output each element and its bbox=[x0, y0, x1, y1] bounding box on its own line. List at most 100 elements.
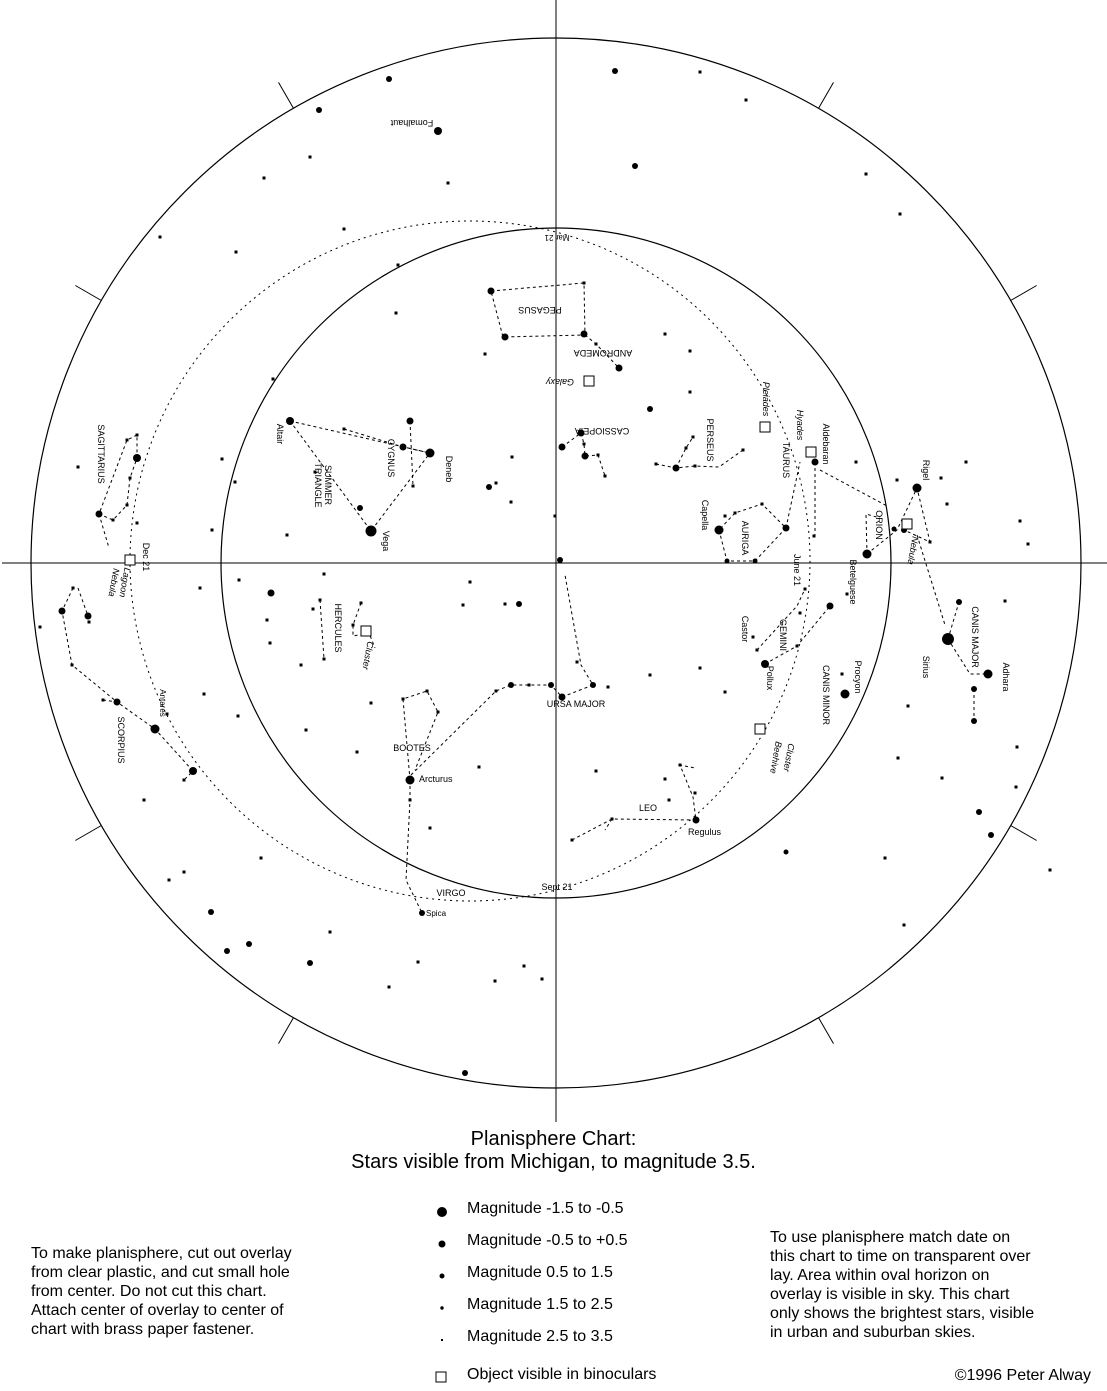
instructions-right: To use planisphere match date on this ch… bbox=[770, 1228, 1034, 1342]
star bbox=[182, 870, 186, 874]
star bbox=[133, 454, 141, 462]
star bbox=[761, 660, 769, 668]
hour-tick bbox=[278, 82, 294, 109]
star bbox=[285, 533, 289, 537]
star bbox=[723, 690, 727, 694]
legend-item: Magnitude 1.5 to 2.5 bbox=[430, 1294, 730, 1318]
star bbox=[509, 500, 513, 504]
legend-item: Magnitude 2.5 to 3.5 bbox=[430, 1326, 730, 1350]
star bbox=[606, 685, 610, 689]
constellation-line bbox=[402, 690, 439, 781]
star bbox=[667, 798, 671, 802]
star bbox=[101, 698, 105, 702]
star bbox=[322, 657, 326, 661]
star bbox=[487, 287, 495, 295]
star bbox=[150, 724, 160, 734]
star bbox=[446, 181, 450, 185]
star bbox=[864, 172, 868, 176]
star bbox=[267, 589, 275, 597]
star bbox=[1018, 519, 1022, 523]
star bbox=[359, 601, 363, 605]
star bbox=[647, 406, 653, 412]
star bbox=[198, 586, 202, 590]
label-adhara: Adhara bbox=[1001, 662, 1011, 691]
constellation-line bbox=[718, 503, 787, 562]
constellation-line bbox=[571, 764, 697, 841]
star bbox=[672, 464, 680, 472]
star bbox=[988, 832, 994, 838]
star bbox=[902, 923, 906, 927]
star bbox=[912, 483, 922, 493]
open-square-icon bbox=[435, 1371, 447, 1383]
star bbox=[461, 603, 465, 607]
star bbox=[436, 710, 440, 714]
star bbox=[304, 728, 308, 732]
star bbox=[594, 769, 598, 773]
star bbox=[342, 227, 346, 231]
star bbox=[322, 572, 326, 576]
dot-medium-icon bbox=[439, 1273, 445, 1279]
label-virgo: VIRGO bbox=[436, 888, 465, 898]
legend-label: Magnitude 0.5 to 1.5 bbox=[467, 1264, 613, 1281]
label-cassiopeia: CASSIOPEIA bbox=[575, 426, 630, 436]
date-mar-21: Mar 21 bbox=[544, 233, 569, 242]
instruction-line: only shows the brightest stars, visible bbox=[770, 1305, 1035, 1322]
constellation-line bbox=[409, 420, 414, 487]
star bbox=[615, 364, 623, 372]
star bbox=[648, 673, 652, 677]
star bbox=[663, 777, 667, 781]
star bbox=[522, 964, 526, 968]
star bbox=[224, 948, 230, 954]
star bbox=[425, 689, 429, 693]
label-taurus: TAURUS bbox=[781, 442, 791, 478]
label-sagittarius: SAGITTARIUS bbox=[96, 424, 106, 483]
star bbox=[582, 281, 586, 285]
constellation-line bbox=[402, 446, 431, 454]
star bbox=[113, 698, 121, 706]
instruction-line: Attach center of overlay to center of bbox=[31, 1302, 284, 1319]
star bbox=[964, 460, 968, 464]
star bbox=[237, 578, 241, 582]
star bbox=[158, 235, 162, 239]
star bbox=[582, 442, 586, 446]
constellation-line bbox=[77, 587, 89, 617]
star bbox=[234, 250, 238, 254]
star bbox=[271, 377, 275, 381]
star bbox=[494, 689, 498, 693]
label-orion-nebula: Nebula bbox=[906, 536, 921, 566]
binocular-object-orion-nebula bbox=[901, 518, 913, 530]
instruction-line: To use planisphere match date on bbox=[770, 1229, 1011, 1246]
star bbox=[976, 809, 982, 815]
hour-tick bbox=[1010, 285, 1037, 301]
star bbox=[1026, 542, 1030, 546]
binocular-object-hercules-cluster bbox=[360, 625, 372, 637]
star bbox=[419, 910, 425, 916]
label-lagoon-nebula: Nebula bbox=[107, 568, 122, 598]
star bbox=[663, 332, 667, 336]
star bbox=[751, 635, 755, 639]
constellation-line bbox=[410, 574, 594, 776]
legend-item: Magnitude -0.5 to +0.5 bbox=[430, 1230, 730, 1254]
constellation-line bbox=[865, 513, 881, 555]
star bbox=[540, 977, 544, 981]
star bbox=[811, 458, 819, 466]
star bbox=[58, 607, 66, 615]
star bbox=[486, 484, 492, 490]
star bbox=[724, 558, 730, 564]
constellation-line bbox=[764, 605, 831, 665]
star bbox=[596, 453, 600, 457]
label-pollux: Pollux bbox=[765, 666, 775, 691]
binocular-object-galaxy bbox=[583, 375, 595, 387]
star bbox=[307, 960, 313, 966]
star bbox=[590, 682, 596, 688]
star bbox=[76, 465, 80, 469]
hour-tick bbox=[818, 82, 834, 109]
star bbox=[351, 623, 355, 627]
label-hercules: HERCULES bbox=[333, 603, 343, 652]
star bbox=[940, 776, 944, 780]
label-spica: Spica bbox=[426, 909, 447, 918]
star bbox=[286, 417, 294, 425]
star bbox=[783, 849, 789, 855]
label-rigel: Rigel bbox=[921, 460, 931, 481]
star bbox=[406, 417, 414, 425]
